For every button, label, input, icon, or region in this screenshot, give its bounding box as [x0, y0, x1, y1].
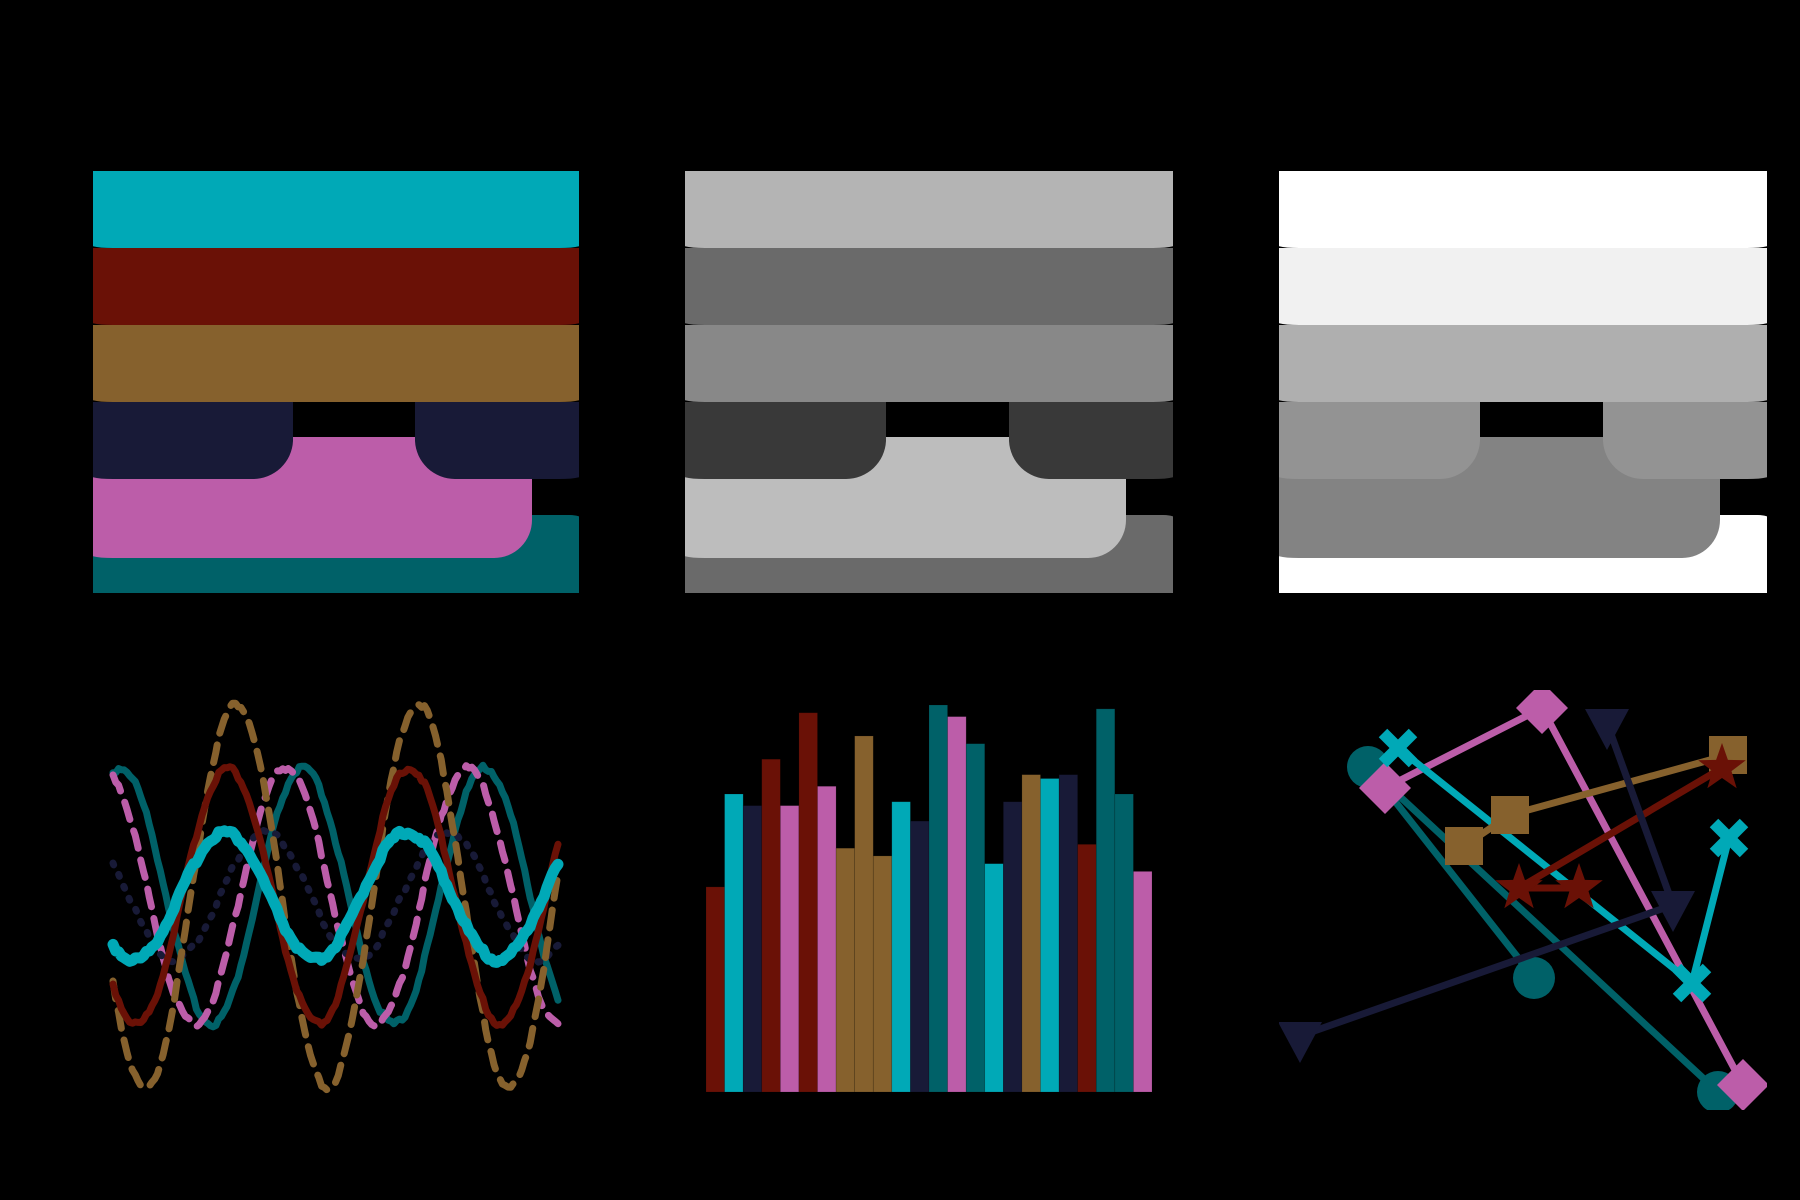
bar	[1058, 774, 1078, 1093]
bar	[780, 805, 800, 1093]
bar	[742, 805, 763, 1093]
band-2	[93, 248, 579, 325]
bar	[872, 855, 893, 1093]
triangle-down-marker	[1651, 891, 1695, 932]
bar	[1003, 801, 1023, 1093]
marker-line-chart	[1279, 690, 1767, 1110]
bar	[928, 704, 948, 1093]
bar	[854, 735, 874, 1093]
x-marker	[1709, 818, 1749, 858]
band-3	[1279, 325, 1767, 402]
bar	[761, 758, 781, 1093]
bar	[1095, 708, 1116, 1093]
band-3	[93, 325, 579, 402]
bar	[724, 793, 744, 1093]
bar	[1114, 793, 1134, 1093]
line-series	[109, 761, 562, 1031]
square-marker	[1445, 827, 1483, 865]
bar	[798, 712, 818, 1093]
star-marker	[1495, 863, 1543, 909]
sine-line-chart	[107, 699, 564, 1094]
band-1	[685, 171, 1173, 248]
diamond-marker	[1359, 762, 1411, 814]
line-series	[109, 699, 562, 1094]
band-1	[93, 171, 579, 248]
band-2	[1279, 248, 1767, 325]
stripe-panel-gray-2	[1279, 171, 1767, 593]
bar	[910, 820, 930, 1093]
band-3	[685, 325, 1173, 402]
stripe-panel-gray-1	[685, 171, 1173, 593]
stripe-panel-color	[93, 171, 579, 593]
band-1	[1279, 171, 1767, 248]
bar	[1077, 844, 1097, 1093]
bar	[817, 785, 837, 1093]
band-2	[685, 248, 1173, 325]
star-marker	[1698, 743, 1746, 789]
bar	[1040, 778, 1060, 1093]
series-line	[1364, 763, 1721, 1095]
bar	[1021, 774, 1041, 1093]
bar	[1133, 871, 1153, 1093]
diamond-marker	[1717, 1059, 1767, 1110]
bar	[984, 863, 1004, 1093]
band-4-left	[93, 402, 293, 480]
line-series	[107, 825, 564, 968]
band-4-right	[1009, 402, 1173, 480]
band-4-right	[415, 402, 579, 480]
band-4-left	[1279, 402, 1480, 480]
circle-marker	[1513, 957, 1555, 999]
x-marker	[1672, 963, 1712, 1003]
star-marker	[1555, 863, 1603, 909]
bar	[705, 886, 725, 1093]
diamond-marker	[1516, 690, 1568, 734]
bar	[891, 801, 911, 1093]
square-marker	[1491, 796, 1529, 834]
triangle-down-marker	[1279, 1022, 1322, 1063]
bar	[835, 847, 855, 1093]
triangle-down-marker	[1585, 709, 1629, 750]
band-4-left	[685, 402, 886, 480]
bar-chart	[705, 704, 1153, 1093]
line-series	[109, 762, 562, 1031]
bar	[947, 716, 967, 1093]
bar	[965, 743, 986, 1093]
x-marker	[1378, 728, 1418, 768]
band-4-right	[1603, 402, 1767, 480]
